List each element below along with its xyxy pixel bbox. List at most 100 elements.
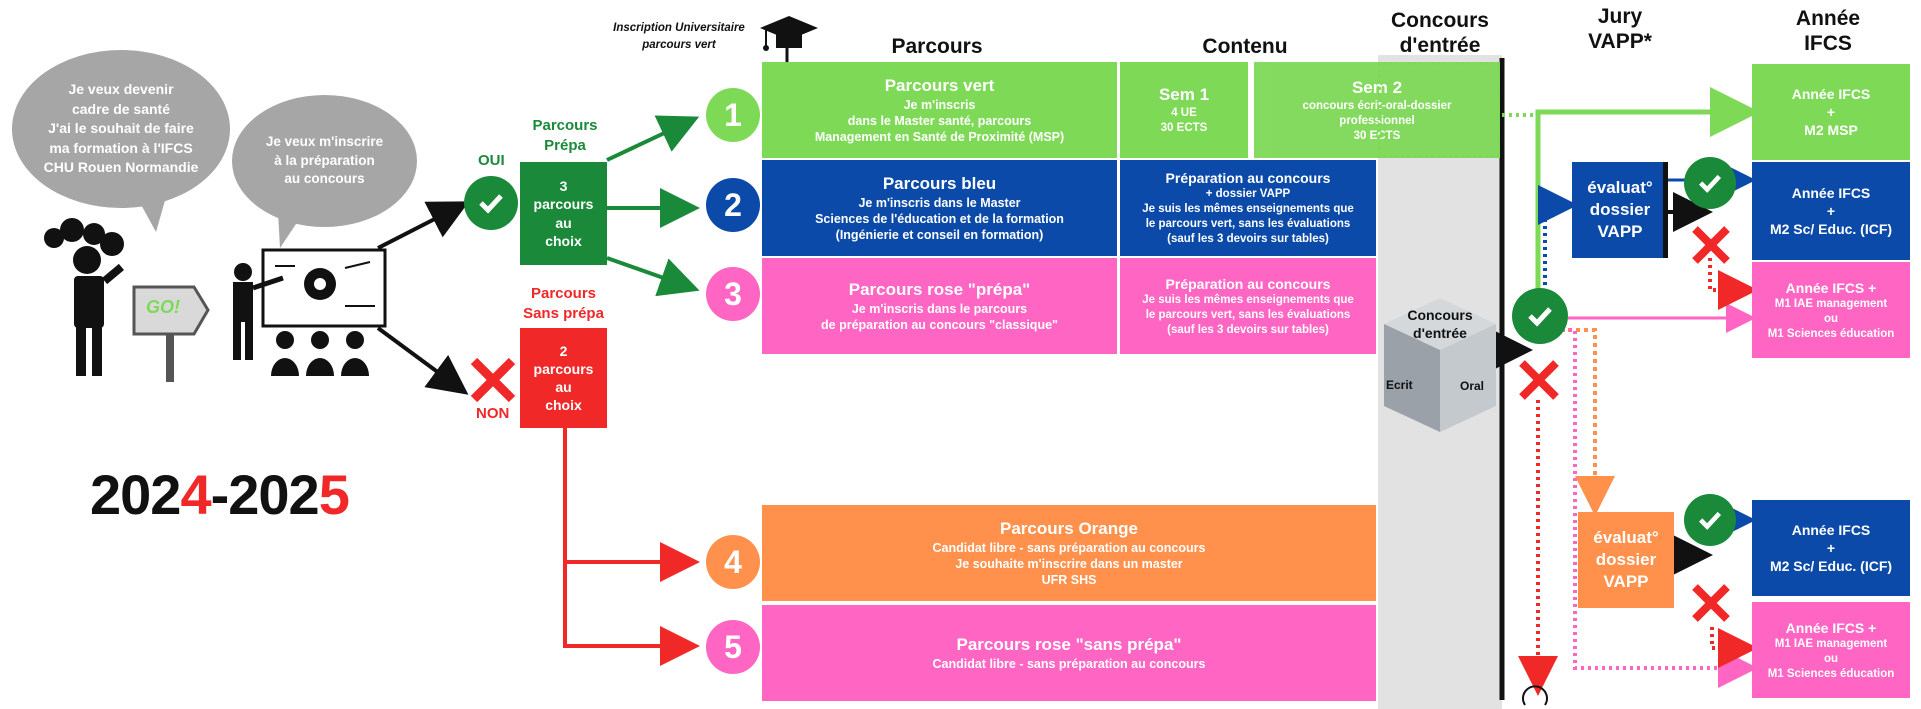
row-line: UFR SHS bbox=[1041, 573, 1097, 588]
cube-title-line: Concours bbox=[1407, 307, 1473, 323]
row-title: Parcours rose "sans prépa" bbox=[956, 634, 1182, 654]
sem-divider bbox=[1250, 70, 1254, 150]
vapp-evaluation-box-2: évaluat° dossier VAPP bbox=[1578, 512, 1674, 608]
contenu-sem2-box: Sem 2 concours écrit-oral-dossier profes… bbox=[1254, 62, 1500, 158]
go-sign-label: GO! bbox=[146, 297, 180, 317]
header-jury-line: VAPP* bbox=[1588, 30, 1652, 54]
bubble-tail-icon bbox=[278, 212, 304, 248]
outcome-line: + bbox=[1826, 539, 1836, 556]
header-annee: Année IFCS bbox=[1748, 6, 1908, 56]
bubble-line: CHU Rouen Normandie bbox=[43, 159, 199, 176]
sem-line: 4 UE bbox=[1171, 107, 1197, 120]
prepa-box-line: parcours bbox=[533, 196, 594, 213]
parcours-rose-sans-prepa-box: Parcours rose "sans prépa" Candidat libr… bbox=[762, 605, 1376, 701]
vapp-line: évaluat° bbox=[1587, 177, 1653, 197]
header-parcours: Parcours bbox=[891, 35, 983, 58]
header-contenu: Contenu bbox=[1202, 35, 1288, 58]
contenu-line: (sauf les 3 devoirs sur tables) bbox=[1167, 233, 1329, 246]
header-annee-line: Année bbox=[1795, 7, 1861, 30]
sans-prepa-choice-box: 2 parcours au choix bbox=[520, 328, 607, 428]
graduation-cap-icon bbox=[760, 16, 818, 51]
sans-box-line: parcours bbox=[533, 360, 594, 377]
outcome-line: M1 Sciences éducation bbox=[1767, 327, 1895, 340]
outcome-ifcs-m2-sc-educ-2: Année IFCS + M2 Sc/ Educ. (ICF) bbox=[1752, 500, 1910, 596]
outcome-line: ou bbox=[1823, 652, 1839, 665]
go-sign-icon bbox=[132, 285, 210, 382]
vapp-line: VAPP bbox=[1603, 572, 1649, 592]
inscription-note-line: parcours vert bbox=[642, 38, 716, 51]
step-circle-5: 5 bbox=[706, 620, 760, 674]
parcours-orange-box: Parcours Orange Candidat libre - sans pr… bbox=[762, 505, 1376, 601]
outcome-ifcs-m1-2: Année IFCS + M1 IAE management ou M1 Sci… bbox=[1752, 602, 1910, 698]
row-line: dans le Master santé, parcours bbox=[847, 113, 1032, 128]
prepa-box-line: au bbox=[555, 214, 572, 231]
row-line: de préparation au concours "classique" bbox=[821, 318, 1058, 333]
row-line: Je m'inscris dans le parcours bbox=[851, 301, 1028, 316]
year-part: -202 bbox=[210, 463, 320, 526]
header-concours-line: d'entrée bbox=[1399, 34, 1481, 58]
inscription-note: Inscription Universitaire parcours vert bbox=[598, 20, 760, 53]
vapp-evaluation-box-1: évaluat° dossier VAPP bbox=[1572, 162, 1668, 258]
inscription-note-line: Inscription Universitaire bbox=[613, 22, 745, 34]
contenu-line: le parcours vert, sans les évaluations bbox=[1145, 308, 1351, 321]
sem-title: Sem 2 bbox=[1351, 77, 1403, 97]
bubble-line: au concours bbox=[284, 171, 365, 187]
vapp-fail-cross-icon-2 bbox=[1692, 584, 1730, 622]
row-line: Candidat libre - sans préparation au con… bbox=[932, 656, 1206, 671]
contenu-line: (sauf les 3 devoirs sur tables) bbox=[1167, 323, 1329, 336]
cube-title: Concours d'entrée bbox=[1380, 306, 1500, 342]
bubble-line: cadre de santé bbox=[71, 100, 171, 117]
row-line: Je souhaite m'inscrire dans un master bbox=[955, 556, 1183, 571]
vapp-line: évaluat° bbox=[1593, 527, 1659, 547]
cube-ecrit-label: Ecrit bbox=[1386, 378, 1413, 392]
sem2-dotted-frame bbox=[1378, 62, 1500, 158]
prepa-title-line: Prépa bbox=[544, 136, 586, 154]
vapp-success-check-icon-1 bbox=[1684, 157, 1736, 209]
row-line: Candidat libre - sans préparation au con… bbox=[932, 540, 1206, 555]
contenu-line: Je suis les mêmes enseignements que bbox=[1142, 293, 1354, 306]
parcours-rose-prepa-box: Parcours rose "prépa" Je m'inscris dans … bbox=[762, 258, 1117, 354]
outcome-ifcs-m1-1: Année IFCS + M1 IAE management ou M1 Sci… bbox=[1752, 262, 1910, 358]
sans-box-line: au bbox=[555, 379, 572, 395]
sans-box-line: choix bbox=[545, 397, 582, 414]
header-jury-line: Jury bbox=[1597, 5, 1643, 28]
contenu-line: le parcours vert, sans les évaluations bbox=[1145, 218, 1351, 231]
non-label: NON bbox=[476, 405, 510, 422]
row-line: Je m'inscris dans le Master bbox=[858, 195, 1021, 210]
sans-prepa-title: Parcours Sans prépa bbox=[515, 284, 612, 323]
outcome-line: M1 IAE management bbox=[1774, 297, 1888, 310]
prepa-title-line: Parcours bbox=[532, 117, 598, 134]
outcome-ifcs-m2-sc-educ-1: Année IFCS + M2 Sc/ Educ. (ICF) bbox=[1752, 162, 1910, 260]
outcome-line: Année IFCS + bbox=[1785, 279, 1877, 296]
outcome-line: M2 Sc/ Educ. (ICF) bbox=[1769, 558, 1893, 575]
contenu-sem1-box: Sem 1 4 UE 30 ECTS bbox=[1120, 62, 1248, 158]
step-circle-4: 4 bbox=[706, 535, 760, 589]
sem-line: 30 ECTS bbox=[1353, 129, 1401, 142]
row-line: Je m'inscris bbox=[903, 97, 976, 112]
oui-check-icon bbox=[464, 176, 518, 230]
bubble-tail-icon bbox=[133, 190, 168, 232]
row-title: Parcours Orange bbox=[1000, 518, 1138, 538]
header-concours-line: Concours bbox=[1390, 9, 1489, 32]
cube-title-line: d'entrée bbox=[1413, 325, 1467, 342]
row-line: (Ingénierie et conseil en formation) bbox=[835, 228, 1044, 243]
sem-line: 30 ECTS bbox=[1160, 122, 1208, 135]
row-line: Management en Santé de Proximité (MSP) bbox=[814, 130, 1065, 145]
year-label: 2024-2025 bbox=[90, 462, 350, 527]
oui-label: OUI bbox=[478, 152, 505, 169]
bubble-line: Je veux devenir bbox=[68, 81, 174, 98]
non-cross-icon bbox=[470, 357, 516, 403]
bubble-line: ma formation à l'IFCS bbox=[49, 139, 193, 156]
concours-fail-cross-icon bbox=[1519, 360, 1559, 400]
outcome-line: M2 MSP bbox=[1804, 122, 1858, 139]
outcome-line: Année IFCS bbox=[1791, 184, 1871, 201]
speech-bubble-career: Je veux devenir cadre de santé J'ai le s… bbox=[12, 50, 230, 208]
outcome-line: M1 Sciences éducation bbox=[1767, 667, 1895, 680]
vapp-line: dossier bbox=[1595, 549, 1657, 569]
sans-box-line: 2 bbox=[559, 342, 568, 359]
parcours-vert-box: Parcours vert Je m'inscris dans le Maste… bbox=[762, 62, 1117, 158]
outcome-line: Année IFCS bbox=[1791, 85, 1871, 102]
concours-cube-icon bbox=[1384, 298, 1496, 432]
sans-title-line: Sans prépa bbox=[523, 304, 604, 322]
vapp-fail-cross-icon-1 bbox=[1692, 226, 1730, 264]
